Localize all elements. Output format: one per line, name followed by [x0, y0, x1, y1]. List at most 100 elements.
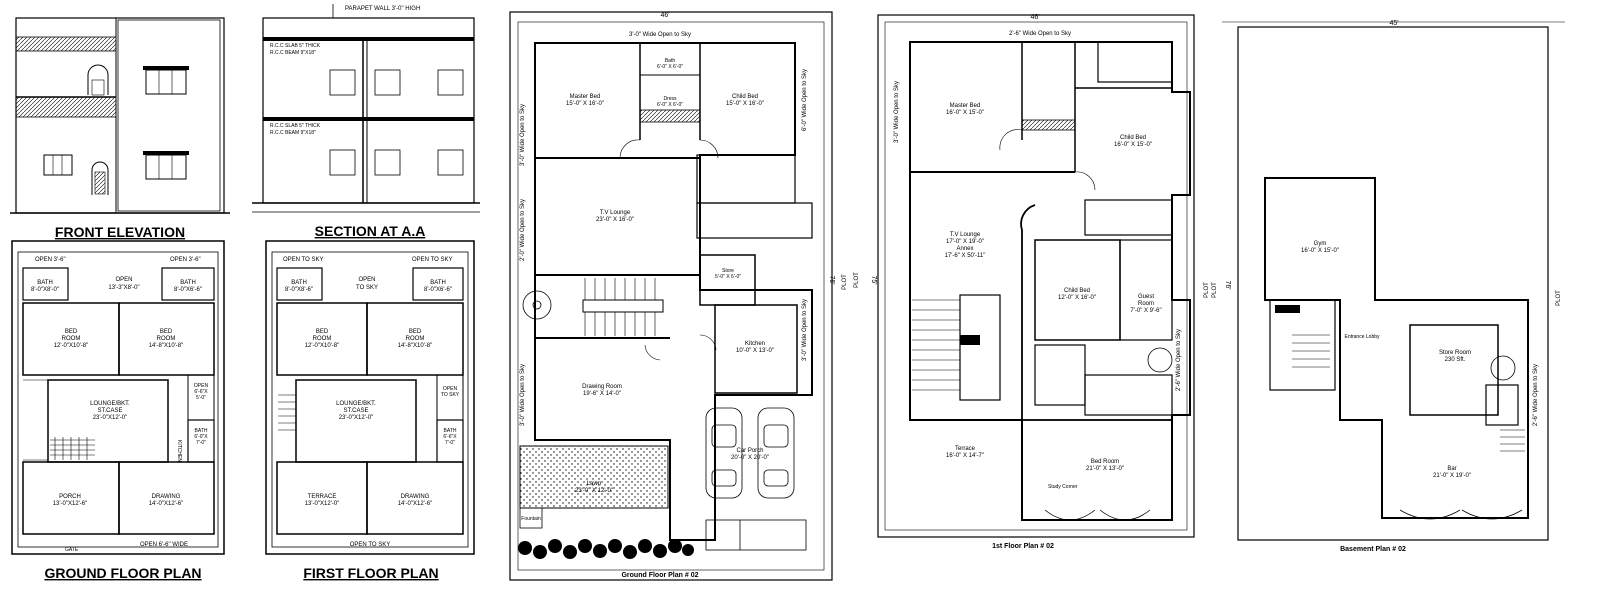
bs02-plot-2: PLOT — [1212, 282, 1218, 298]
gf02-master-b: 15'-0" X 16'-0" — [566, 101, 604, 107]
gf-lounge-c: 23'-0"X12'-0" — [93, 415, 128, 421]
ff02-terrace-a: Terrace — [955, 446, 976, 452]
ff-bath-3-c: 7'-0" — [445, 440, 455, 446]
gf-drawing-a: DRAWING — [152, 494, 181, 500]
ff-open-r-a: OPEN — [443, 386, 458, 392]
ff-bath-3-a: BATH — [444, 428, 457, 434]
gf-open-tl: OPEN 3'-6" — [35, 257, 66, 263]
gf02-child-b: 15'-0" X 16'-0" — [726, 101, 764, 107]
ff02-child-1-a: Child Bed — [1120, 135, 1146, 141]
gf-bed-1-c: 12'-0"X10'-8" — [54, 343, 89, 349]
gf-porch-b: 13'-0"X12'-6" — [53, 501, 88, 507]
gf-bed-2-c: 14'-8"X10'-8" — [149, 343, 184, 349]
gf02-left-open-3: 3'-0" Wide Open to Sky — [520, 364, 526, 426]
ff02-bed-a: Bed Room — [1091, 459, 1119, 465]
gf02-depth: 76' — [828, 275, 835, 284]
gf-bed-1-a: BED — [65, 329, 78, 335]
ff02-child-1-b: 16'-0" X 15'-0" — [1114, 142, 1152, 148]
ff02-left-open: 3'-0" Wide Open to Sky — [894, 81, 900, 143]
gf-open-r-a: OPEN — [194, 383, 209, 389]
gf02-kitchen-b: 10'-0" X 13'-0" — [736, 348, 774, 354]
gf02-plot: PLOT — [842, 274, 848, 290]
ff02-bed-b: 21'-0" X 13'-0" — [1086, 466, 1124, 472]
gf-bed-1-b: ROOM — [62, 336, 81, 342]
ff02-study: Study Corner — [1048, 484, 1078, 490]
bs02-store-a: Store Room — [1439, 350, 1471, 356]
section-title: SECTION AT A.A — [315, 223, 426, 239]
gf02-left-open-1: 3'-0" Wide Open to Sky — [520, 104, 526, 166]
beam-label-2: R.C.C BEAM 9"X18" — [270, 130, 316, 136]
gf-open-r-b: 6'-6"X — [194, 389, 208, 395]
gf-bath-2-b: 8'-0"X6'-6" — [174, 287, 202, 293]
gf02-lawn-a: Lawn — [587, 481, 601, 487]
gf-bath-1-b: 8'-0"X8'-0" — [31, 287, 59, 293]
section-aa: PARAPET WALL 3'-0" HIGH R.C.C SLAB 5" TH… — [252, 4, 480, 239]
ground-floor-small-title: GROUND FLOOR PLAN — [44, 565, 201, 581]
gf-open-tr: OPEN 3'-6" — [170, 257, 201, 263]
ff02-terrace-b: 16'-0" X 14'-7" — [946, 453, 984, 459]
slab-label-1: R.C.C SLAB 5" THICK — [270, 43, 321, 49]
ff02-guest-b: Room — [1138, 301, 1154, 307]
ff-open-mid-a: OPEN — [358, 277, 375, 283]
gf02-master-a: Master Bed — [570, 94, 601, 100]
gf02-top-open: 3'-0" Wide Open to Sky — [629, 32, 691, 38]
gf-porch-a: PORCH — [59, 494, 81, 500]
bs02-plot-1: PLOT — [1204, 282, 1210, 298]
ff-lounge-b: ST.CASE — [343, 408, 368, 414]
ff-bath-1-b: 8'-0"X8'-6" — [285, 287, 313, 293]
gf-bath-3-b: 6'-0"X — [194, 434, 208, 440]
ff02-master-b: 16'-0" X 15'-0" — [946, 110, 984, 116]
ff-bed-1-c: 12'-0"X10'-8" — [305, 343, 340, 349]
gf-kitchen: KITCHEN — [176, 440, 182, 462]
bs02-bar-b: 21'-0" X 19'-0" — [1433, 473, 1471, 479]
ff-open-mid-b: TO SKY — [356, 285, 378, 291]
ff02-guest-c: 7'-0" X 9'-6" — [1130, 308, 1161, 314]
gf-bath-3-a: BATH — [195, 428, 208, 434]
gf-bed-2-b: ROOM — [157, 336, 176, 342]
gf-gate: GATE — [65, 547, 79, 553]
gf02-child-a: Child Bed — [732, 94, 758, 100]
gf-bath-2-a: BATH — [180, 280, 196, 286]
bs02-right-open: 2'-6" Wide Open to Sky — [1533, 364, 1539, 426]
slab-label-2: R.C.C SLAB 5" THICK — [270, 123, 321, 129]
gf02-carporch-b: 20'-0" X 20'-0" — [731, 455, 769, 461]
gf-drawing-b: 14'-0"X12'-6" — [149, 501, 184, 507]
bs02-width: 45' — [1389, 20, 1398, 27]
gf02-store-b: 5'-0" X 6'-0" — [715, 274, 741, 280]
ff02-title: 1st Floor Plan # 02 — [992, 543, 1054, 550]
bs02-plot-3: PLOT — [1556, 290, 1562, 306]
front-elevation: FRONT ELEVATION — [10, 17, 230, 240]
ff-terrace-a: TERRACE — [308, 494, 337, 500]
bs02-depth: 76' — [1224, 280, 1231, 289]
ff-drawing-b: 14'-0"X12'-6" — [398, 501, 433, 507]
ff-open-tr: OPEN TO SKY — [412, 257, 452, 263]
first-floor-plan-02: 46' 2'-6" Wide Open to Sky Master Bed — [854, 14, 1195, 550]
